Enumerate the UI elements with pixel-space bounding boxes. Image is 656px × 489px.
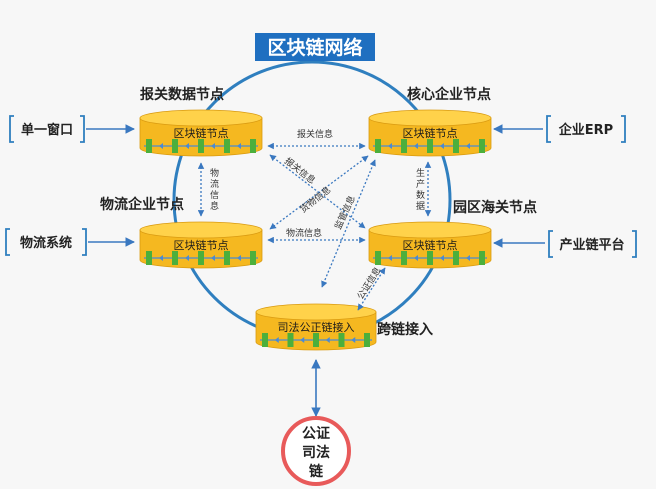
- cylinder-logistics-block: [224, 251, 230, 265]
- edge-label-supervision-info: 监管信息: [332, 194, 358, 232]
- cylinder-customs-data-block: [172, 139, 178, 153]
- cylinder-cross-chain-top: [255, 303, 377, 321]
- cylinder-core-enterprise-top: [368, 109, 492, 127]
- cylinder-customs-data-link-arrow: [159, 143, 163, 149]
- cylinder-customs-data-link-arrow: [237, 143, 241, 149]
- node-title-park-customs: 园区海关节点: [453, 199, 537, 216]
- cylinder-core-enterprise-link-arrow: [388, 143, 392, 149]
- node-title-logistics: 物流企业节点: [100, 196, 184, 213]
- notary-label-line3: 链: [309, 463, 324, 480]
- edge-label-logistics-info-left-vertical: 物流信息: [210, 167, 219, 212]
- cylinder-logistics-link-arrow: [211, 255, 215, 261]
- side-label-industry-platform: 产业链平台: [559, 237, 624, 253]
- title-banner: 区块链网络: [255, 33, 375, 61]
- cylinder-core-enterprise-link-arrow: [414, 143, 418, 149]
- cylinder-park-customs-block: [479, 251, 485, 265]
- side-label-single-window: 单一窗口: [21, 122, 73, 138]
- edges: [197, 142, 432, 311]
- cylinder-logistics-block: [250, 251, 256, 265]
- cylinder-core-enterprise-label: 区块链节点: [403, 126, 458, 140]
- cylinder-park-customs-top: [368, 221, 492, 239]
- cylinder-core-enterprise-block: [401, 139, 407, 153]
- cylinder-park-customs-link-arrow: [414, 255, 418, 261]
- cylinder-cross-chain-block: [262, 333, 268, 347]
- cylinder-customs-data-link-arrow: [211, 143, 215, 149]
- side-box-single-window[interactable]: 单一窗口: [9, 115, 85, 143]
- cylinder-park-customs-link-arrow: [466, 255, 470, 261]
- edge-label-customs-info-diag: 报关信息: [282, 155, 318, 187]
- cylinder-park-customs-link-arrow: [388, 255, 392, 261]
- cylinder-logistics-link-arrow: [159, 255, 163, 261]
- notary-label-line2: 司法: [302, 444, 330, 461]
- cylinder-logistics-block: [198, 251, 204, 265]
- side-label-enterprise-erp: 企业ERP: [558, 122, 613, 138]
- cylinder-customs-data-block: [146, 139, 152, 153]
- cylinder-cross-chain-link-arrow: [274, 337, 279, 343]
- cylinder-customs-data-link-arrow: [185, 143, 189, 149]
- cylinder-customs-data-label: 区块链节点: [174, 126, 229, 140]
- cylinder-cross-chain-link-arrow: [300, 337, 305, 343]
- node-title-customs-data: 报关数据节点: [140, 86, 224, 103]
- cylinder-logistics-link-arrow: [237, 255, 241, 261]
- cylinder-logistics-top: [139, 221, 263, 239]
- notary-label-line1: 公证: [302, 426, 330, 442]
- edge-label-notary-info: 公证信息: [354, 265, 383, 302]
- cylinder-cross-chain-block: [338, 333, 345, 347]
- cylinder-park-customs-label: 区块链节点: [403, 238, 458, 252]
- cylinder-logistics-block: [172, 251, 178, 265]
- edge-label-customs-info-top: 报关信息: [297, 128, 333, 140]
- side-box-enterprise-erp[interactable]: 企业ERP: [546, 115, 626, 143]
- cylinder-park-customs-block: [453, 251, 459, 265]
- cylinder-customs-data-block: [250, 139, 256, 153]
- cylinder-cross-chain-block: [364, 333, 370, 347]
- cylinder-core-enterprise-block: [427, 139, 433, 153]
- cylinder-core-enterprise-link-arrow: [440, 143, 444, 149]
- cylinder-customs-data-block: [198, 139, 204, 153]
- diagram-title: 区块链网络: [267, 36, 362, 59]
- cylinder-park-customs-block: [427, 251, 433, 265]
- cylinder-cross-chain-link-arrow: [325, 337, 330, 343]
- cylinder-logistics-label: 区块链节点: [174, 238, 229, 252]
- cylinder-park-customs-block: [375, 251, 381, 265]
- node-title-core-enterprise: 核心企业节点: [407, 86, 491, 103]
- cylinder-core-enterprise-link-arrow: [466, 143, 470, 149]
- edge-label-logistics-info-mid: 物流信息: [286, 227, 322, 239]
- node-title-cross-chain: 跨链接入: [377, 321, 433, 338]
- cylinder-cross-chain-label: 司法公正链接入: [278, 320, 355, 334]
- edge-park-cross: [357, 267, 386, 311]
- cylinder-park-customs-block: [401, 251, 407, 265]
- cylinder-customs-data-block: [224, 139, 230, 153]
- cylinder-customs-data-top: [139, 109, 263, 127]
- svg-text:物流信息: 物流信息: [210, 167, 219, 212]
- notary-judicial-chain[interactable]: 公证 司法 链: [281, 416, 351, 486]
- cylinder-logistics[interactable]: 区块链节点: [139, 221, 263, 269]
- cylinder-park-customs[interactable]: 区块链节点: [368, 221, 492, 269]
- cylinder-core-enterprise[interactable]: 区块链节点: [368, 109, 492, 157]
- cylinder-park-customs-link-arrow: [440, 255, 444, 261]
- cylinder-cross-chain[interactable]: 司法公正链接入: [255, 303, 377, 351]
- cylinder-cross-chain-block: [313, 333, 319, 347]
- cylinder-logistics-link-arrow: [185, 255, 189, 261]
- side-label-logistics-system: 物流系统: [20, 235, 72, 251]
- svg-text:生产数据: 生产数据: [416, 167, 425, 212]
- cylinder-core-enterprise-block: [479, 139, 485, 153]
- side-box-industry-platform[interactable]: 产业链平台: [548, 230, 637, 258]
- cylinder-cross-chain-link-arrow: [351, 337, 356, 343]
- cylinder-customs-data[interactable]: 区块链节点: [139, 109, 263, 157]
- edge-core-cross: [321, 159, 376, 288]
- cylinder-core-enterprise-block: [453, 139, 459, 153]
- cylinder-cross-chain-block: [287, 333, 294, 347]
- side-box-logistics-system[interactable]: 物流系统: [5, 228, 87, 256]
- cylinder-logistics-block: [146, 251, 152, 265]
- edge-label-production-data-vertical: 生产数据: [416, 167, 425, 212]
- cylinder-core-enterprise-block: [375, 139, 381, 153]
